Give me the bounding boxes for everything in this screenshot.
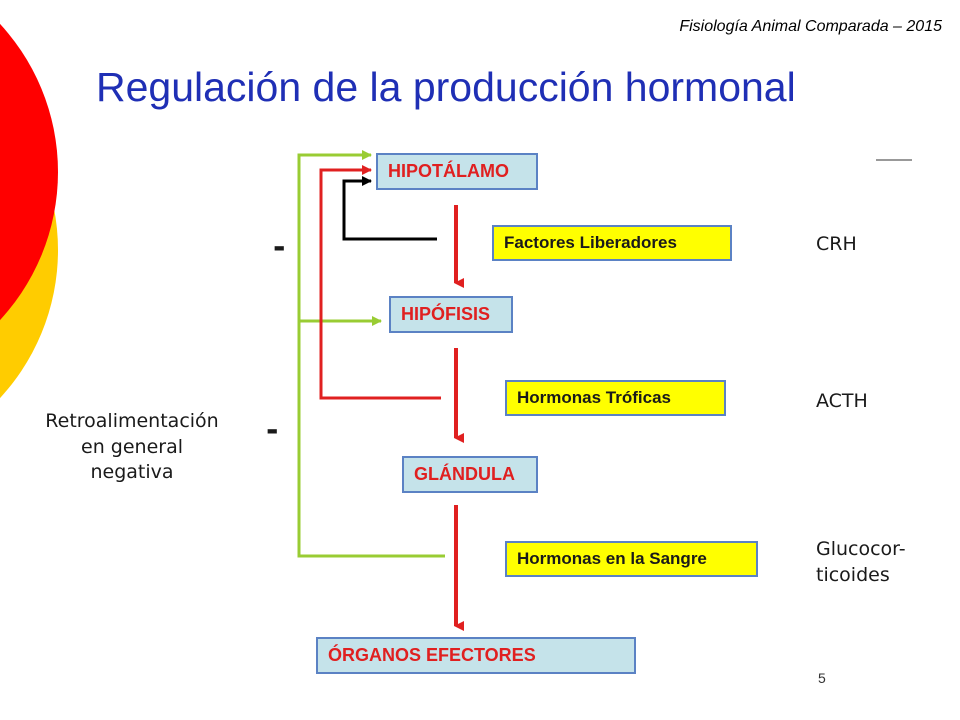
example-gluco-line2: ticoides: [816, 563, 890, 586]
feedback-loop-long: [297, 150, 445, 558]
feedback-loop-short: [319, 165, 441, 400]
signal-hormonas-sangre: Hormonas en la Sangre: [505, 541, 758, 577]
example-acth: ACTH: [816, 390, 868, 412]
example-glucocorticoides: Glucocor- ticoides: [816, 537, 906, 588]
organ-hipofisis: HIPÓFISIS: [389, 296, 513, 333]
example-gluco-line1: Glucocor-: [816, 538, 906, 560]
decorative-red-circle: [0, 24, 58, 320]
organ-organos-efectores: ÓRGANOS EFECTORES: [316, 637, 636, 674]
feedback-label: Retroalimentación en general negativa: [18, 409, 246, 486]
signal-factores-liberadores: Factores Liberadores: [492, 225, 732, 261]
example-crh: CRH: [816, 233, 857, 255]
minus-sign-upper: -: [273, 230, 286, 265]
course-header: Fisiología Animal Comparada – 2015: [679, 18, 942, 35]
minus-sign-lower: -: [266, 413, 279, 448]
organ-hipotalamo: HIPOTÁLAMO: [376, 153, 538, 190]
page-number: 5: [818, 670, 826, 686]
feedback-label-line3: negativa: [90, 461, 174, 484]
feedback-label-line1: Retroalimentación: [45, 410, 219, 432]
feedback-loop-ultrashort: [342, 176, 437, 241]
feedback-label-line2: en general: [81, 435, 183, 458]
slide-title: Regulación de la producción hormonal: [96, 64, 796, 110]
signal-hormonas-troficas: Hormonas Tróficas: [505, 380, 726, 416]
organ-glandula: GLÁNDULA: [402, 456, 538, 493]
decorative-divider: [58, 0, 64, 720]
